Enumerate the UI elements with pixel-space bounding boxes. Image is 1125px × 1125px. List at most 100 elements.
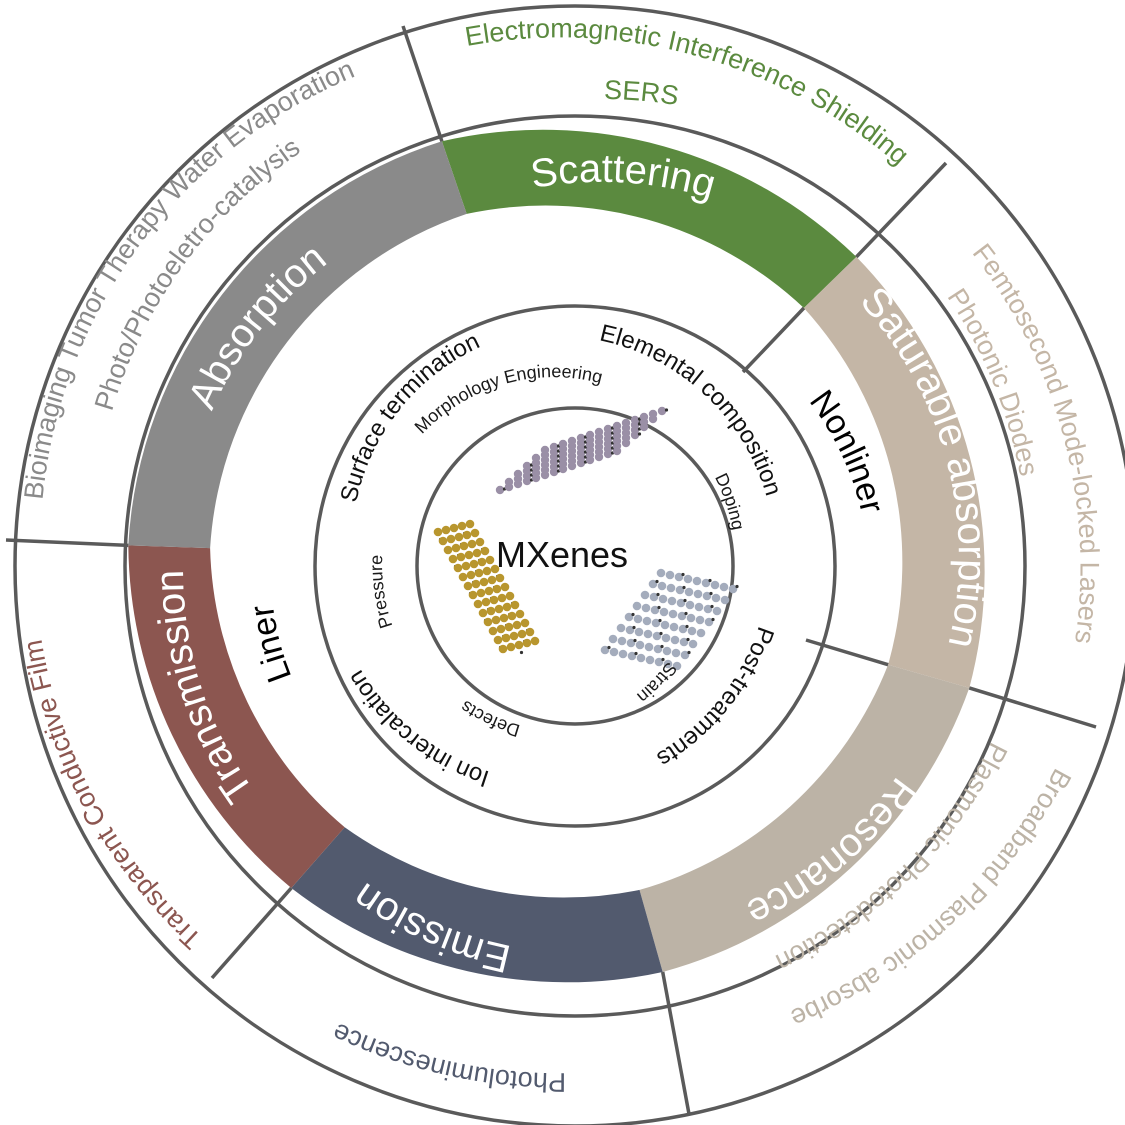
- atom: [454, 532, 464, 542]
- elemental-composition-label: Elemental composition: [597, 320, 786, 499]
- atom: [492, 584, 502, 594]
- atom: [640, 590, 650, 600]
- atom: [449, 523, 459, 533]
- atom-dark: [709, 591, 713, 596]
- atom: [678, 624, 688, 634]
- atom: [696, 628, 706, 638]
- atom: [585, 430, 595, 440]
- atom: [443, 545, 453, 555]
- atom: [473, 599, 483, 609]
- atom: [459, 541, 469, 551]
- atom: [695, 615, 705, 625]
- atom: [694, 602, 704, 612]
- atom: [728, 584, 738, 594]
- atom: [702, 591, 712, 601]
- atom: [675, 585, 685, 595]
- resonance-segment[interactable]: [639, 664, 970, 972]
- atom: [657, 406, 667, 416]
- atom: [636, 653, 646, 663]
- atom: [471, 579, 481, 589]
- atom: [446, 534, 456, 544]
- atom: [674, 572, 684, 582]
- atom: [484, 586, 494, 596]
- atom-dark: [685, 624, 689, 629]
- atom: [634, 627, 644, 637]
- atom: [558, 439, 568, 449]
- atoms-left-cluster: [433, 519, 540, 655]
- atom-dark: [711, 617, 715, 622]
- atom: [453, 563, 463, 573]
- atom-dark: [708, 578, 712, 583]
- atom-dark: [683, 598, 687, 603]
- atom: [624, 612, 634, 622]
- atom: [670, 635, 680, 645]
- atom: [531, 453, 541, 463]
- atom: [626, 638, 636, 648]
- atom: [500, 582, 510, 592]
- atom: [672, 661, 682, 671]
- atom: [687, 626, 697, 636]
- atom: [642, 616, 652, 626]
- atom: [522, 461, 532, 471]
- atom-dark: [686, 637, 690, 642]
- atom: [653, 644, 663, 654]
- atom: [627, 651, 637, 661]
- liner-label: Liner: [243, 603, 299, 688]
- atom: [466, 570, 476, 580]
- atom: [505, 591, 515, 601]
- atom: [470, 528, 480, 538]
- atom-dark: [710, 604, 714, 609]
- doping-label: Doping: [711, 470, 748, 532]
- sers-label: SERS: [604, 75, 681, 111]
- atom: [679, 637, 689, 647]
- atom-dark: [658, 618, 662, 623]
- atoms-right-cluster: [600, 568, 739, 671]
- atom: [506, 642, 516, 652]
- atom: [479, 577, 489, 587]
- atom: [486, 606, 496, 616]
- atom: [493, 635, 503, 645]
- atom: [654, 657, 664, 667]
- strategy-outer-circle: [313, 304, 837, 828]
- atoms-top-cluster: [495, 406, 669, 495]
- atom: [467, 539, 477, 549]
- atom: [504, 622, 514, 632]
- transmission-segment[interactable]: [128, 545, 345, 888]
- atom-dark: [655, 579, 659, 584]
- atom: [525, 627, 535, 637]
- atom: [663, 659, 673, 669]
- atom: [704, 617, 714, 627]
- atom: [692, 576, 702, 586]
- atom: [677, 611, 687, 621]
- atom: [501, 633, 511, 643]
- atom: [669, 622, 679, 632]
- absorption-segment[interactable]: [128, 141, 467, 549]
- atom: [514, 640, 524, 650]
- atom-dark: [631, 612, 635, 617]
- atom: [567, 436, 577, 446]
- atom-dark: [681, 572, 685, 577]
- application-inner-circle: [123, 114, 1027, 1018]
- atom: [498, 644, 508, 654]
- emission-segment[interactable]: [291, 827, 663, 983]
- scattering-segment[interactable]: [441, 129, 857, 308]
- atom: [621, 418, 631, 428]
- atom: [720, 595, 730, 605]
- atom: [609, 647, 619, 657]
- atom: [494, 604, 504, 614]
- atom: [625, 625, 635, 635]
- atom: [477, 557, 487, 567]
- atom: [489, 595, 499, 605]
- saturable-absorption-segment[interactable]: [803, 256, 985, 688]
- atom: [656, 568, 666, 578]
- atom: [515, 609, 525, 619]
- atom-dark: [659, 631, 663, 636]
- atom: [616, 623, 626, 633]
- atom-dark: [633, 638, 637, 643]
- atom: [652, 631, 662, 641]
- surface-termination-label: Surface termination: [335, 328, 483, 505]
- atom: [512, 620, 522, 630]
- divider-emi: [401, 25, 444, 142]
- atom: [475, 537, 485, 547]
